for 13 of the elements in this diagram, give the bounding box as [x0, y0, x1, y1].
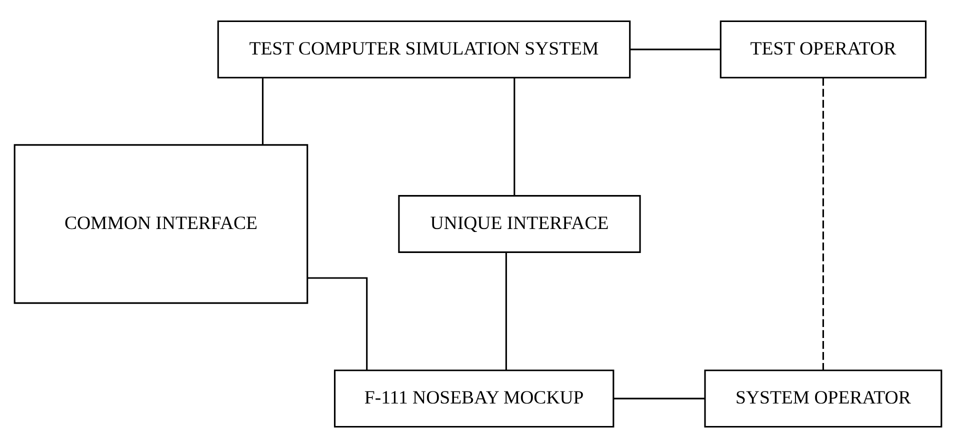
node-box: F-111 NOSEBAY MOCKUP: [334, 370, 614, 428]
connector: [514, 78, 516, 196]
connector: [822, 78, 824, 370]
connector: [262, 78, 264, 145]
node-box: SYSTEM OPERATOR: [704, 370, 942, 428]
node-box: COMMON INTERFACE: [14, 144, 308, 304]
node-box: TEST COMPUTER SIMULATION SYSTEM: [217, 20, 631, 78]
connector: [308, 277, 368, 370]
node-box: TEST OPERATOR: [720, 20, 927, 78]
node-box: UNIQUE INTERFACE: [398, 195, 641, 253]
connector: [505, 252, 507, 370]
connector: [614, 398, 705, 400]
connector: [630, 48, 721, 50]
